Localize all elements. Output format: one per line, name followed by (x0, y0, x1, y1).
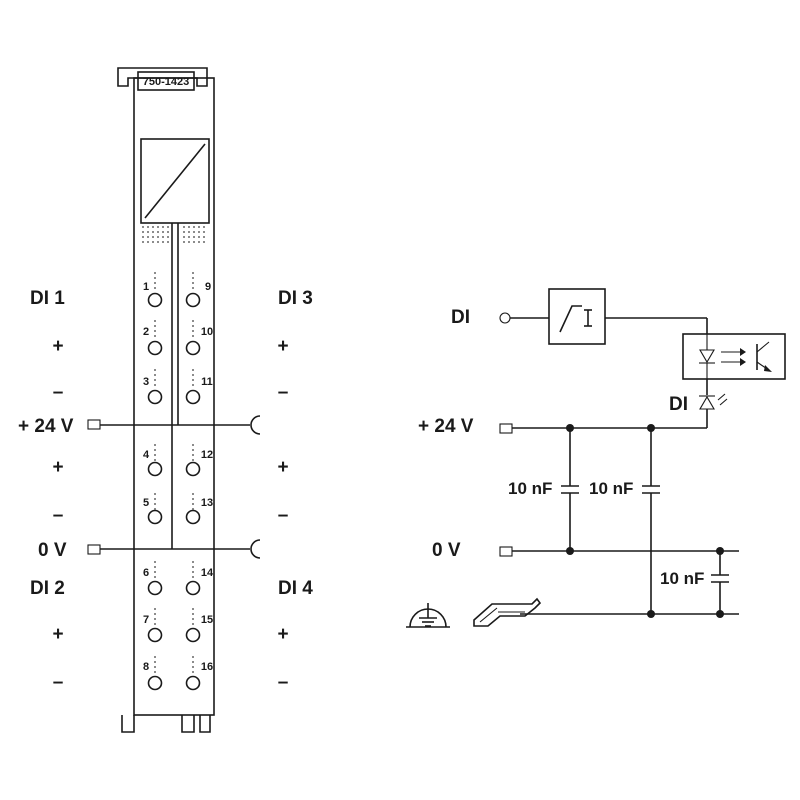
capacitor-3-label: 10 nF (660, 569, 704, 588)
circuit-label-di: DI (451, 307, 470, 328)
svg-text:8: 8 (143, 661, 149, 673)
label-di1-plus: + (52, 336, 63, 357)
node-rail-b (716, 610, 724, 618)
label-di3-plus: + (277, 336, 288, 357)
supply0-contact-right (250, 539, 261, 559)
svg-text:6: 6 (143, 567, 149, 579)
node-rail-a (647, 610, 655, 618)
capacitor-3 (711, 551, 729, 614)
svg-text:14: 14 (201, 567, 214, 579)
top-latch (117, 67, 208, 87)
terminals-right: 9 10 11 12 13 14 15 (185, 272, 214, 691)
svg-text:11: 11 (201, 376, 213, 388)
terminal-15[interactable]: 15 (185, 608, 214, 643)
part-number: 750-1423 (143, 76, 190, 88)
label-mid-minus-right: – (278, 505, 289, 526)
svg-text:9: 9 (205, 281, 211, 293)
capacitor-1-label: 10 nF (508, 479, 552, 498)
converter-diagonal (144, 143, 206, 219)
opto-light-arrows-icon (721, 348, 746, 366)
bottom-latch-mid (181, 715, 195, 733)
supply0-contact-left (87, 544, 101, 555)
terminal-12[interactable]: 12 (185, 444, 214, 477)
label-di4-minus: – (278, 672, 289, 693)
label-di1-minus: – (53, 382, 64, 403)
terminal-10[interactable]: 10 (185, 320, 214, 356)
terminal-3[interactable]: 3 (143, 369, 163, 405)
bottom-latch-right (199, 715, 211, 733)
module-body (133, 77, 215, 716)
bus-contacts (142, 226, 205, 246)
terminal-11[interactable]: 11 (185, 369, 213, 405)
ground-icon (406, 603, 450, 628)
capacitor-1 (561, 428, 579, 551)
terminal-4[interactable]: 4 (143, 444, 163, 477)
left-labels: DI 1 + – + 24 V + – 0 V DI 2 + – (18, 288, 74, 693)
svg-text:3: 3 (143, 376, 149, 388)
supply0-terminal (499, 546, 513, 557)
terminal-14[interactable]: 14 (185, 561, 214, 596)
electronics-block (140, 138, 210, 224)
filter-symbol-slope (559, 305, 582, 333)
supply24-terminal (499, 423, 513, 434)
terminal-16[interactable]: 16 (185, 656, 214, 691)
bottom-latch-left (121, 715, 135, 733)
di-input-terminal (499, 312, 511, 324)
power-jumpers-module (87, 415, 261, 559)
label-di1: DI 1 (30, 288, 65, 309)
capacitor-2 (642, 428, 660, 614)
terminal-6[interactable]: 6 (143, 561, 163, 596)
input-filter-block (548, 288, 606, 345)
label-di2-plus: + (52, 624, 63, 645)
terminal-1[interactable]: 1 (143, 272, 163, 308)
supply24-contact-right (250, 415, 261, 435)
svg-text:15: 15 (201, 614, 213, 626)
label-di3: DI 3 (278, 288, 313, 309)
terminal-9[interactable]: 9 (185, 272, 212, 308)
optocoupler (682, 333, 786, 380)
label-mid-minus-left: – (53, 505, 64, 526)
label-di4: DI 4 (278, 578, 313, 599)
opto-led-icon (699, 334, 715, 379)
terminal-13[interactable]: 13 (185, 493, 214, 525)
svg-text:7: 7 (143, 614, 149, 626)
terminal-7[interactable]: 7 (143, 608, 163, 643)
label-supply0-left: 0 V (38, 540, 67, 561)
svg-text:13: 13 (201, 497, 213, 509)
supply24-contact-left (87, 419, 101, 430)
terminal-5[interactable]: 5 (143, 493, 163, 525)
svg-text:1: 1 (143, 281, 149, 293)
svg-text:5: 5 (143, 497, 149, 509)
label-mid-plus-left: + (52, 457, 63, 478)
svg-text:10: 10 (201, 326, 213, 338)
label-di4-plus: + (277, 624, 288, 645)
status-led-icon (699, 393, 728, 410)
svg-text:4: 4 (143, 449, 150, 461)
capacitor-2-label: 10 nF (589, 479, 633, 498)
node-supply0-a (566, 547, 574, 555)
label-di3-minus: – (278, 382, 289, 403)
input-circuit: DI DI (406, 288, 786, 628)
opto-transistor-icon (756, 341, 772, 372)
terminal-8[interactable]: 8 (143, 656, 163, 691)
svg-text:12: 12 (201, 449, 213, 461)
circuit-label-led: DI (669, 394, 688, 415)
label-supply24-left: + 24 V (18, 416, 74, 437)
circuit-label-supply24: + 24 V (418, 416, 474, 437)
terminals-left: 1 2 3 4 5 6 7 (143, 272, 163, 691)
circuit-label-supply0: 0 V (432, 540, 461, 561)
terminal-2[interactable]: 2 (143, 320, 163, 356)
part-number-plate (137, 71, 195, 91)
right-labels: DI 3 + – + – DI 4 + – (277, 288, 313, 693)
label-mid-plus-right: + (277, 457, 288, 478)
din-rail-icon (473, 597, 542, 627)
svg-text:2: 2 (143, 326, 149, 338)
label-di2: DI 2 (30, 578, 65, 599)
svg-text:16: 16 (201, 661, 213, 673)
io-module: 750-1423 (117, 67, 215, 733)
label-di2-minus: – (53, 672, 64, 693)
